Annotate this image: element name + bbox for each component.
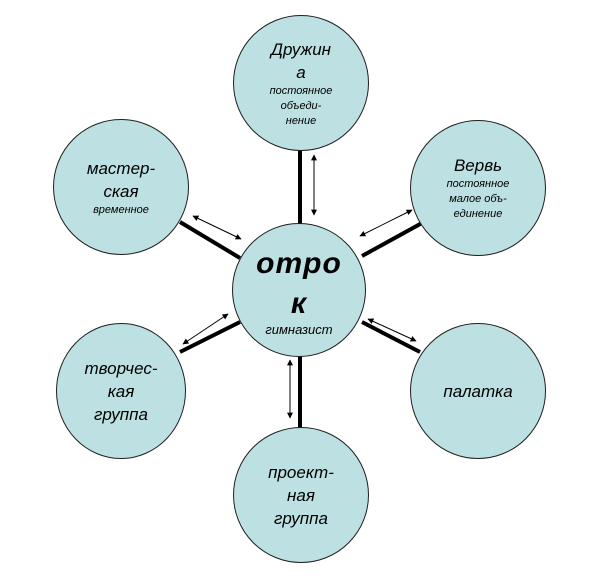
center-title-line-2: к [290,286,308,320]
node-top-sub-2: объеди- [280,99,322,112]
node-top: Дружин а постоянное объеди- нение [233,15,369,151]
node-upper-left-title-2: ская [103,181,139,201]
arrow-upper-left [192,215,242,240]
node-upper-right: Вервь постоянное малое объ- единение [410,120,546,256]
node-bottom-title-1: проект- [268,462,334,482]
node-upper-left: мастер- ская временное [53,119,189,255]
center-subtitle: гимназист [265,321,333,337]
node-lower-right-title: палатка [443,381,513,401]
node-top-title-1: Дружин [270,39,332,59]
node-upper-right-sub-2: малое объ- [449,193,507,205]
center-node: отро к гимназист [232,223,366,357]
node-lower-right: палатка [410,323,546,459]
node-upper-right-sub-3: единение [453,208,503,220]
center-title-line-1: отро [256,246,342,280]
connector-upper-left [178,220,242,260]
node-upper-right-sub-1: постоянное [446,178,510,190]
arrow-upper-right [359,209,413,237]
node-bottom-title-2: ная [287,485,315,505]
node-bottom: проект- ная группа [233,427,369,563]
node-top-sub-3: нение [285,114,317,127]
node-lower-left-title-2: кая [107,381,135,401]
node-lower-left: творчес- кая группа [56,323,186,459]
node-upper-right-title: Вервь [453,156,503,175]
node-upper-left-sub: временное [93,203,149,216]
arrow-lower-left [182,313,229,345]
node-upper-left-title-1: мастер- [86,158,156,178]
node-lower-left-title-3: группа [94,404,148,424]
node-top-sub-1: постоянное [269,84,333,97]
connector-upper-right [361,221,423,258]
connector-lower-right [361,320,421,354]
arrow-lower-right [367,318,417,342]
node-lower-left-title-1: творчес- [84,358,158,378]
node-bottom-title-3: группа [274,508,328,528]
node-top-title-2: а [296,62,306,82]
